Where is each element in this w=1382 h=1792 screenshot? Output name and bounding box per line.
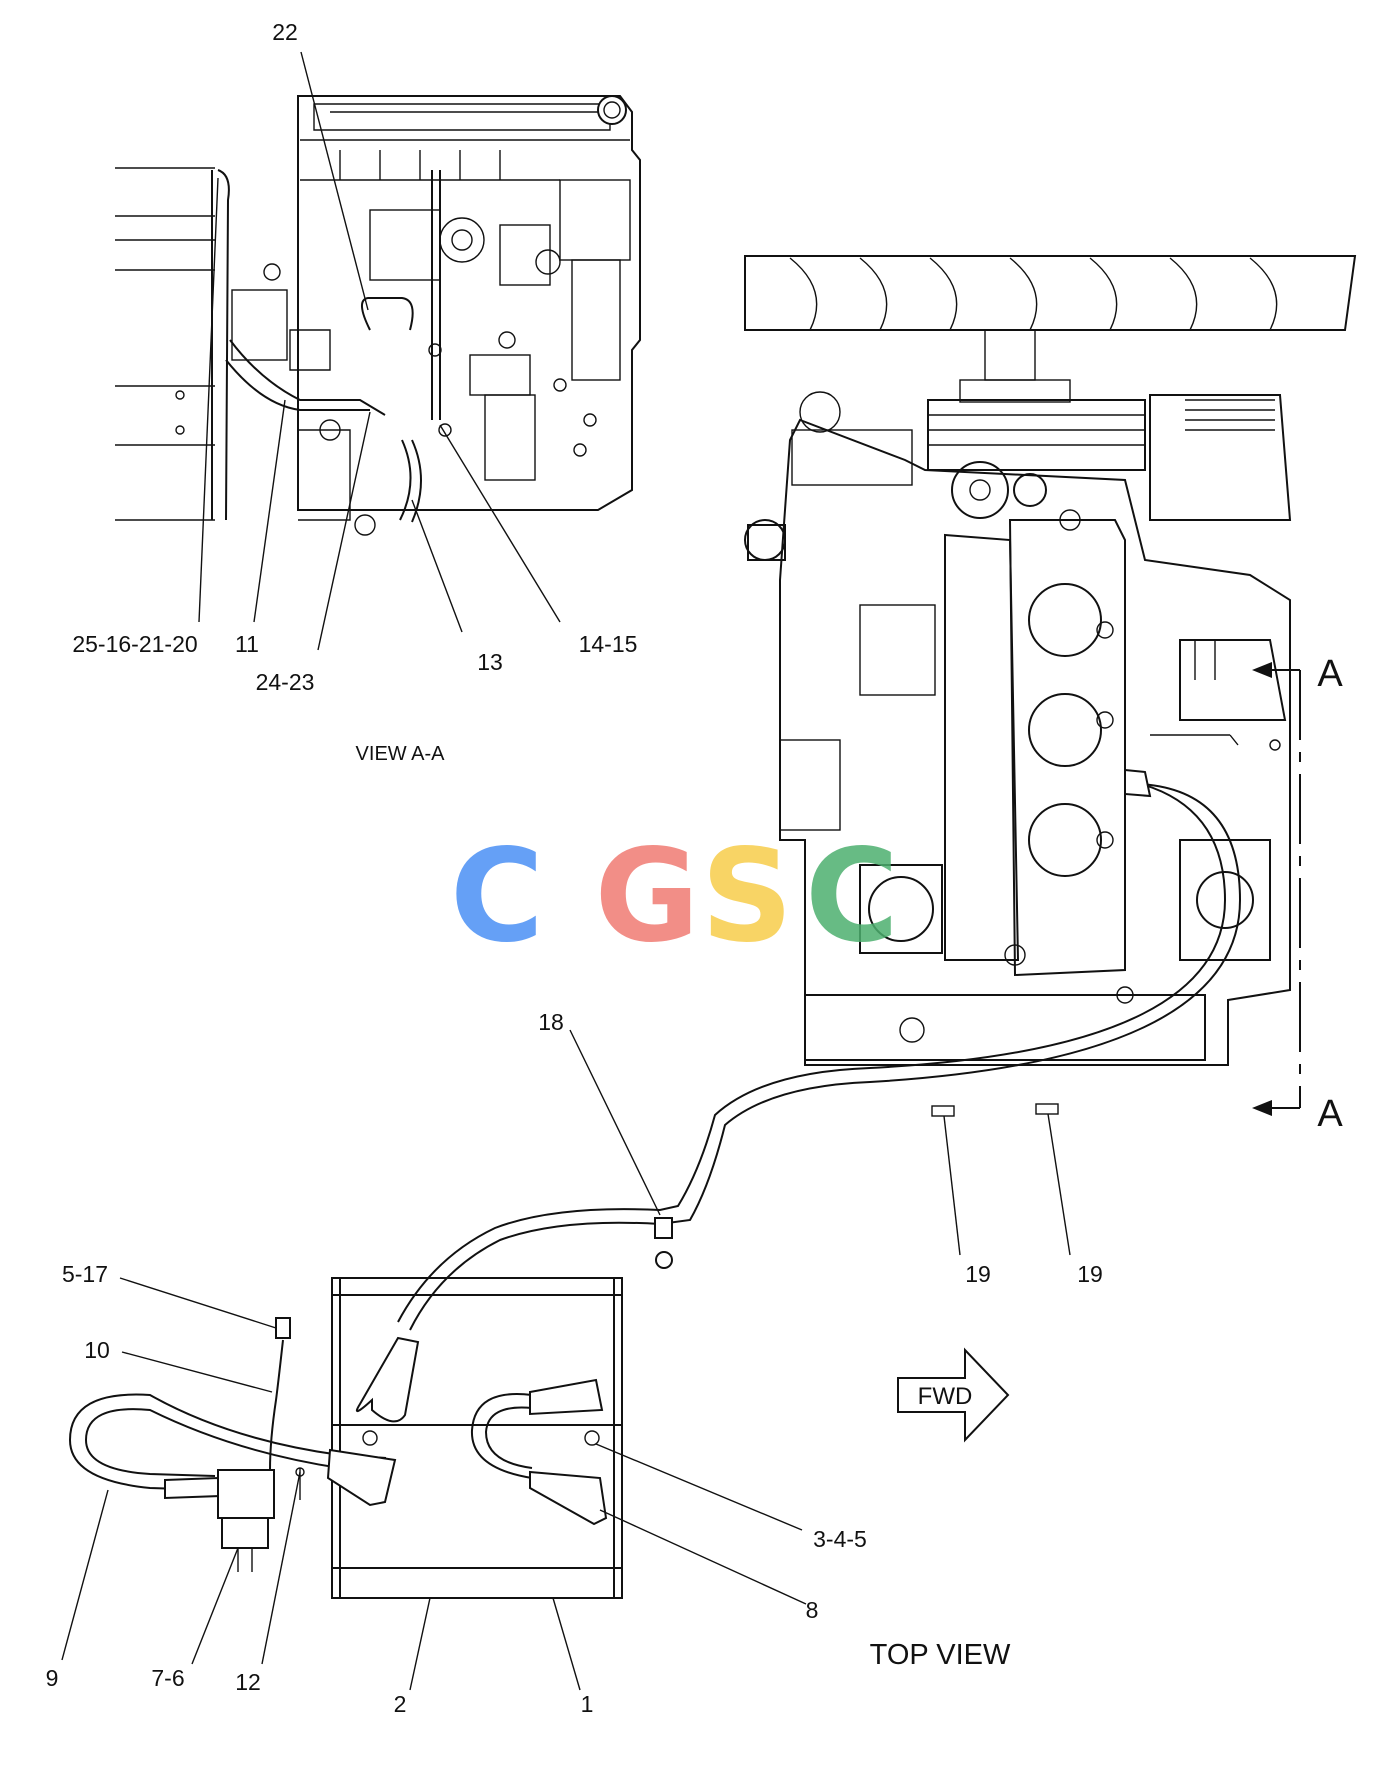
callout-13: 13 [477, 649, 503, 675]
callout-2: 2 [394, 1691, 407, 1717]
callout-25-16-21-20: 25-16-21-20 [72, 631, 197, 657]
callout-14-15: 14-15 [579, 631, 638, 657]
callout-5-17: 5-17 [62, 1261, 108, 1287]
section-marker-upper: A [1317, 653, 1343, 695]
callout-19-left: 19 [965, 1261, 991, 1287]
top-view-engine-drawing [744, 255, 1357, 1066]
callout-1: 1 [581, 1691, 594, 1717]
forward-arrow: FWD [897, 1347, 1010, 1443]
top-view-leaders [61, 1029, 1071, 1691]
callout-19-right: 19 [1077, 1261, 1103, 1287]
watermark: C G S C [450, 822, 899, 971]
section-line-a-a [1252, 662, 1301, 1116]
section-marker-lower: A [1317, 1093, 1343, 1135]
callout-22: 22 [272, 19, 298, 45]
watermark-letter-c2: C [805, 822, 899, 971]
ground-cable-drawing [68, 1317, 397, 1572]
watermark-letter-g: G [594, 822, 699, 971]
battery-cable-drawing [356, 768, 1242, 1423]
callout-11: 11 [235, 631, 259, 657]
watermark-letter-c: C [450, 822, 544, 971]
callout-7-6: 7-6 [151, 1665, 184, 1691]
callout-8: 8 [806, 1597, 819, 1623]
view-a-a-drawing [115, 95, 641, 536]
callout-24-23: 24-23 [256, 669, 315, 695]
callout-10: 10 [84, 1337, 110, 1363]
callout-9: 9 [46, 1665, 59, 1691]
battery-drawing [331, 1277, 623, 1599]
top-view-title: TOP VIEW [870, 1639, 1011, 1671]
view-a-a-leaders [198, 51, 561, 651]
view-a-a-title: VIEW A-A [356, 743, 446, 765]
callout-18: 18 [538, 1009, 564, 1035]
watermark-letter-s: S [701, 822, 793, 971]
callout-12: 12 [235, 1669, 261, 1695]
fwd-label: FWD [918, 1383, 973, 1410]
callout-3-4-5: 3-4-5 [813, 1526, 867, 1552]
